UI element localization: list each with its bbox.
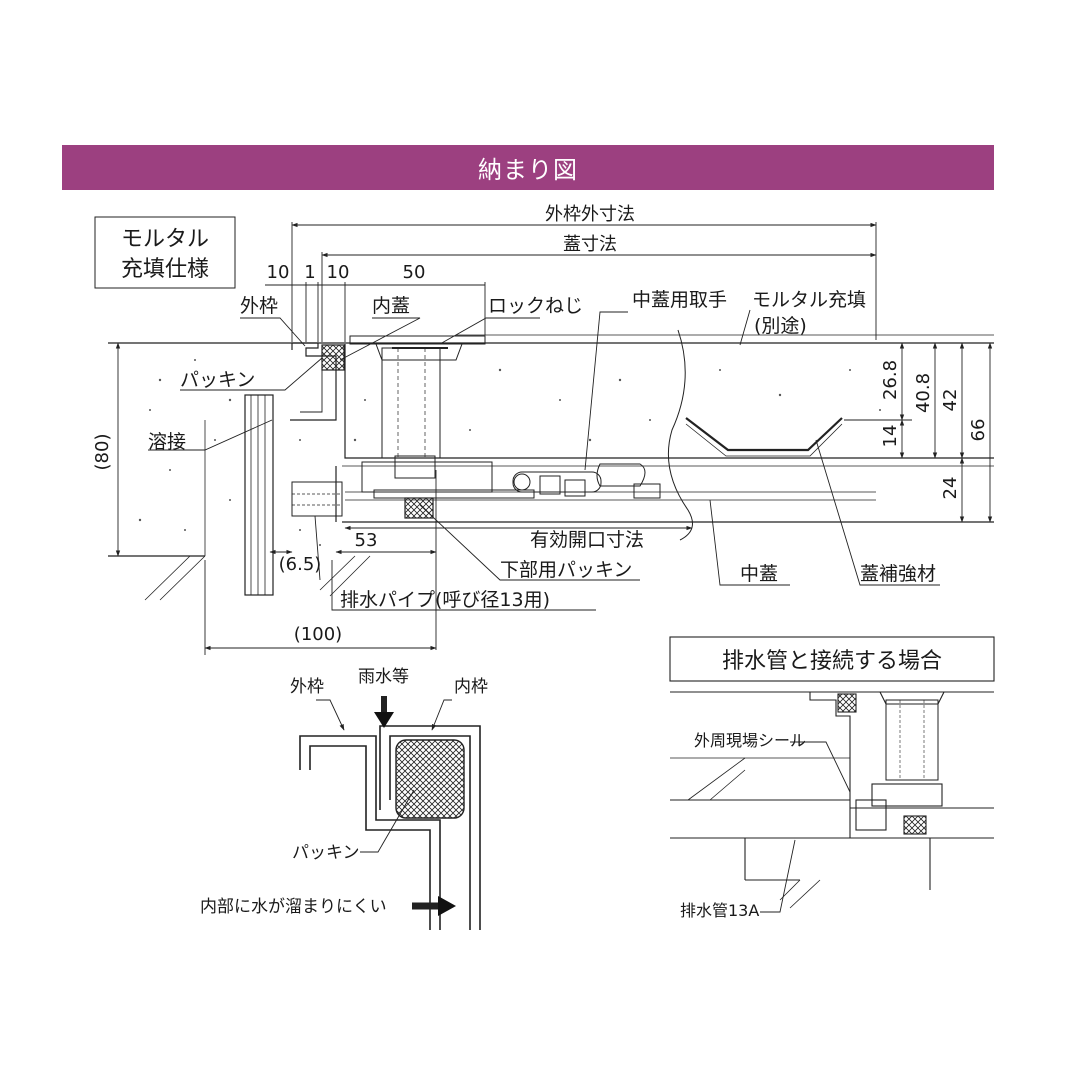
label-mid-handle: 中蓋用取手 — [632, 289, 727, 311]
dim-100: (100) — [294, 624, 342, 645]
label-mortar-fill: モルタル充填 — [752, 289, 866, 311]
label-inner-lid: 内蓋 — [372, 295, 410, 317]
spec-box — [94, 216, 236, 289]
leader-lines — [148, 309, 940, 611]
drainpipe-inset — [669, 636, 995, 913]
dim-42: 42 — [940, 389, 961, 412]
inset-seal: 外周現場シール — [694, 731, 806, 750]
label-mortar-note: (別途) — [754, 315, 807, 337]
inset-labels: 排水管と接続する場合 外周現場シール 排水管13A — [680, 649, 942, 920]
banner-title: 納まり図 — [478, 156, 578, 184]
detail-labels: 外枠 雨水等 内枠 パッキン 内部に水が溜まりにくい — [200, 667, 488, 917]
main-section — [94, 216, 994, 601]
title-banner: 納まり図 — [62, 145, 994, 190]
label-mid-lid: 中蓋 — [740, 563, 778, 585]
dim-lid: 蓋寸法 — [563, 234, 617, 255]
spec-box-line1: モルタル — [121, 227, 209, 252]
dim-1: 1 — [304, 262, 315, 283]
detail-rain: 雨水等 — [358, 667, 409, 687]
detail-packing — [395, 739, 465, 819]
label-weld: 溶接 — [148, 431, 186, 453]
label-packing: パッキン — [180, 369, 255, 391]
packing-block — [321, 344, 345, 371]
dim-24: 24 — [940, 477, 961, 500]
label-drain-pipe: 排水パイプ(呼び径13用) — [340, 589, 550, 611]
dim-10a: 10 — [267, 262, 290, 283]
dimension-lines — [115, 222, 993, 655]
inset-pipe: 排水管13A — [680, 901, 759, 920]
label-lock-screw: ロックねじ — [488, 295, 583, 317]
dim-53: 53 — [355, 530, 378, 551]
label-effective-opening: 有効開口寸法 — [530, 529, 644, 551]
detail-packing: パッキン — [292, 843, 360, 863]
dim-50: 50 — [403, 262, 426, 283]
detail-outer-frame: 外枠 — [290, 677, 324, 697]
dim-40-8: 40.8 — [913, 373, 934, 413]
inset-title-box — [669, 636, 995, 682]
label-outer-frame: 外枠 — [240, 295, 278, 317]
dim-14: 14 — [880, 425, 901, 448]
dim-80: (80) — [92, 434, 113, 471]
dim-outer-frame: 外枠外寸法 — [545, 204, 635, 225]
dimension-texts: 外枠外寸法 蓋寸法 10 1 10 50 (80) (6.5) 53 (100)… — [92, 204, 989, 645]
dim-6-5: (6.5) — [279, 554, 322, 575]
concrete-dots — [138, 359, 881, 546]
packing-detail — [299, 696, 481, 930]
inset-title: 排水管と接続する場合 — [722, 649, 942, 674]
detail-note: 内部に水が溜まりにくい — [200, 897, 387, 917]
label-reinforcement: 蓋補強材 — [860, 563, 936, 585]
spec-box-line2: 充填仕様 — [121, 257, 209, 282]
dim-10b: 10 — [327, 262, 350, 283]
part-labels: モルタル 充填仕様 外枠 内蓋 ロックねじ 中蓋用取手 モルタル充填 (別途) … — [121, 227, 936, 611]
label-lower-packing: 下部用パッキン — [500, 559, 632, 581]
lower-packing-block — [404, 497, 434, 519]
dim-66: 66 — [968, 419, 989, 442]
detail-inner-frame: 内枠 — [454, 677, 488, 697]
dim-26-8: 26.8 — [880, 360, 901, 400]
